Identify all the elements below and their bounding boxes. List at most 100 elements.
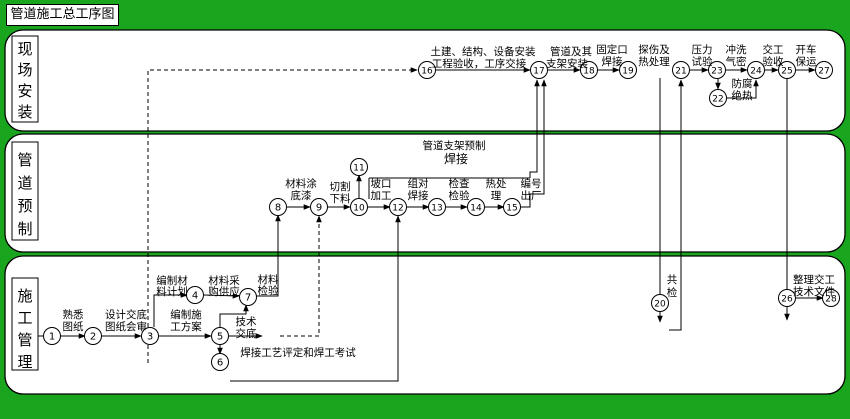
process-node-number: 18	[583, 67, 595, 77]
process-node-circle	[239, 288, 257, 306]
process-node-number: 3	[147, 332, 153, 343]
process-node-number: 9	[316, 203, 322, 214]
label-fit-weld-2: 焊接	[408, 189, 429, 202]
process-node-number: 19	[622, 67, 634, 77]
process-node-number: 12	[392, 204, 403, 214]
label-familiar-1: 熟悉	[63, 308, 84, 321]
label-fit-weld-1: 组对	[408, 177, 429, 190]
process-node: 1	[43, 327, 61, 345]
process-node: 7	[239, 288, 257, 306]
process-node-number: 15	[506, 204, 517, 214]
label-heat-treat-2: 理	[491, 190, 502, 202]
process-node-number: 2	[90, 332, 96, 343]
label-material-plan-1: 编制材	[156, 274, 188, 287]
label-heat-treat-1: 热处	[486, 177, 507, 190]
process-node-number: 11	[353, 164, 364, 174]
label-material-inspect-1: 材料	[258, 273, 279, 286]
label-material-plan-2: 料计划	[156, 285, 188, 298]
label-pipe-install-2: 支架安装	[546, 57, 588, 70]
process-node: 14	[467, 198, 485, 216]
process-node-circle	[503, 198, 521, 216]
process-node-number: 8	[275, 203, 281, 214]
process-node-circle	[580, 61, 598, 79]
process-node-circle	[619, 61, 637, 79]
label-inspect-2: 检验	[449, 189, 470, 202]
label-coating-2: 底漆	[291, 189, 312, 202]
process-node-circle	[350, 158, 368, 176]
label-flaw-heat-2: 热处理	[638, 55, 670, 68]
process-node-circle	[43, 327, 61, 345]
label-pressure-test-1: 压力	[692, 43, 713, 56]
lane-label-mgmt-2: 工	[17, 309, 32, 327]
process-node-number: 26	[781, 295, 793, 305]
process-node-circle	[708, 61, 726, 79]
process-node-number: 24	[750, 67, 762, 77]
label-material-inspect-2: 检验	[258, 284, 279, 297]
process-node-number: 14	[470, 204, 482, 214]
label-design-review-1: 设计交底	[105, 308, 147, 321]
process-node-circle	[530, 61, 548, 79]
label-coating-1: 材料涂	[285, 177, 317, 190]
process-node: 21	[672, 61, 690, 79]
process-node-number: 28	[825, 295, 837, 305]
edge-20-21	[669, 79, 684, 331]
process-node: 11	[350, 158, 368, 176]
process-node-circle	[709, 89, 727, 107]
lane-label-site-1: 现	[17, 40, 32, 58]
process-node-circle	[186, 286, 204, 304]
process-node: 19	[619, 61, 637, 79]
label-cutting-1: 切割	[330, 180, 351, 193]
lane-label-mgmt-1: 施	[17, 287, 32, 305]
process-node-circle	[747, 61, 765, 79]
edge-8b-9-dashed	[280, 215, 322, 337]
edge-5-7	[219, 304, 249, 328]
label-flaw-heat-1: 探伤及	[638, 43, 670, 56]
label-prefab-weld-1: 管道支架预制	[423, 139, 486, 152]
lane-label-prefab-1: 管	[17, 151, 32, 169]
process-node-circle	[211, 327, 229, 345]
process-node-circle	[350, 198, 368, 216]
label-prefab-weld-2: 焊接	[444, 151, 468, 166]
label-handover-2: 验收	[763, 55, 784, 68]
process-node: 9	[310, 198, 328, 216]
process-node-number: 20	[654, 300, 666, 310]
label-startup-2: 保运	[796, 55, 817, 68]
process-node-circle	[84, 327, 102, 345]
process-node-circle	[467, 198, 485, 216]
process-node-number: 13	[431, 204, 442, 214]
edge-15-17	[521, 79, 547, 208]
label-construction-plan-1: 编制施	[170, 308, 202, 321]
label-design-review-2: 图纸会审	[105, 320, 147, 333]
label-inspect-1: 检查	[449, 177, 470, 190]
process-node-circle	[310, 198, 328, 216]
process-node: 2	[84, 327, 102, 345]
process-node-circle	[211, 353, 229, 371]
process-node: 17	[530, 61, 548, 79]
process-node-circle	[778, 289, 796, 307]
lane-label-mgmt-4: 理	[17, 353, 32, 371]
lane-label-prefab-4: 制	[17, 220, 32, 238]
process-node: 10	[350, 198, 368, 216]
process-node: 20	[651, 294, 669, 312]
process-node: 16	[418, 61, 436, 79]
process-node-circle	[815, 61, 833, 79]
label-familiar-2: 图纸	[63, 320, 84, 333]
label-handover-1: 交工	[763, 43, 784, 56]
process-node: 4	[186, 286, 204, 304]
process-node: 22	[709, 89, 727, 107]
process-node-number: 27	[818, 67, 829, 77]
edge-7-8	[256, 214, 281, 297]
label-joint-inspect-2: 检	[667, 286, 678, 299]
label-number-out-2: 出厂	[521, 189, 542, 202]
lane-label-box-prefab	[11, 141, 39, 241]
process-node: 13	[428, 198, 446, 216]
label-fixed-weld-2: 焊接	[602, 55, 623, 68]
process-node: 5	[211, 327, 229, 345]
process-node: 28	[822, 289, 840, 307]
process-node: 18	[580, 61, 598, 79]
label-tech-brief-1: 技术	[236, 315, 257, 328]
label-construction-plan-2: 工方案	[170, 320, 202, 333]
label-anticorrosion-1: 防腐	[732, 77, 753, 90]
